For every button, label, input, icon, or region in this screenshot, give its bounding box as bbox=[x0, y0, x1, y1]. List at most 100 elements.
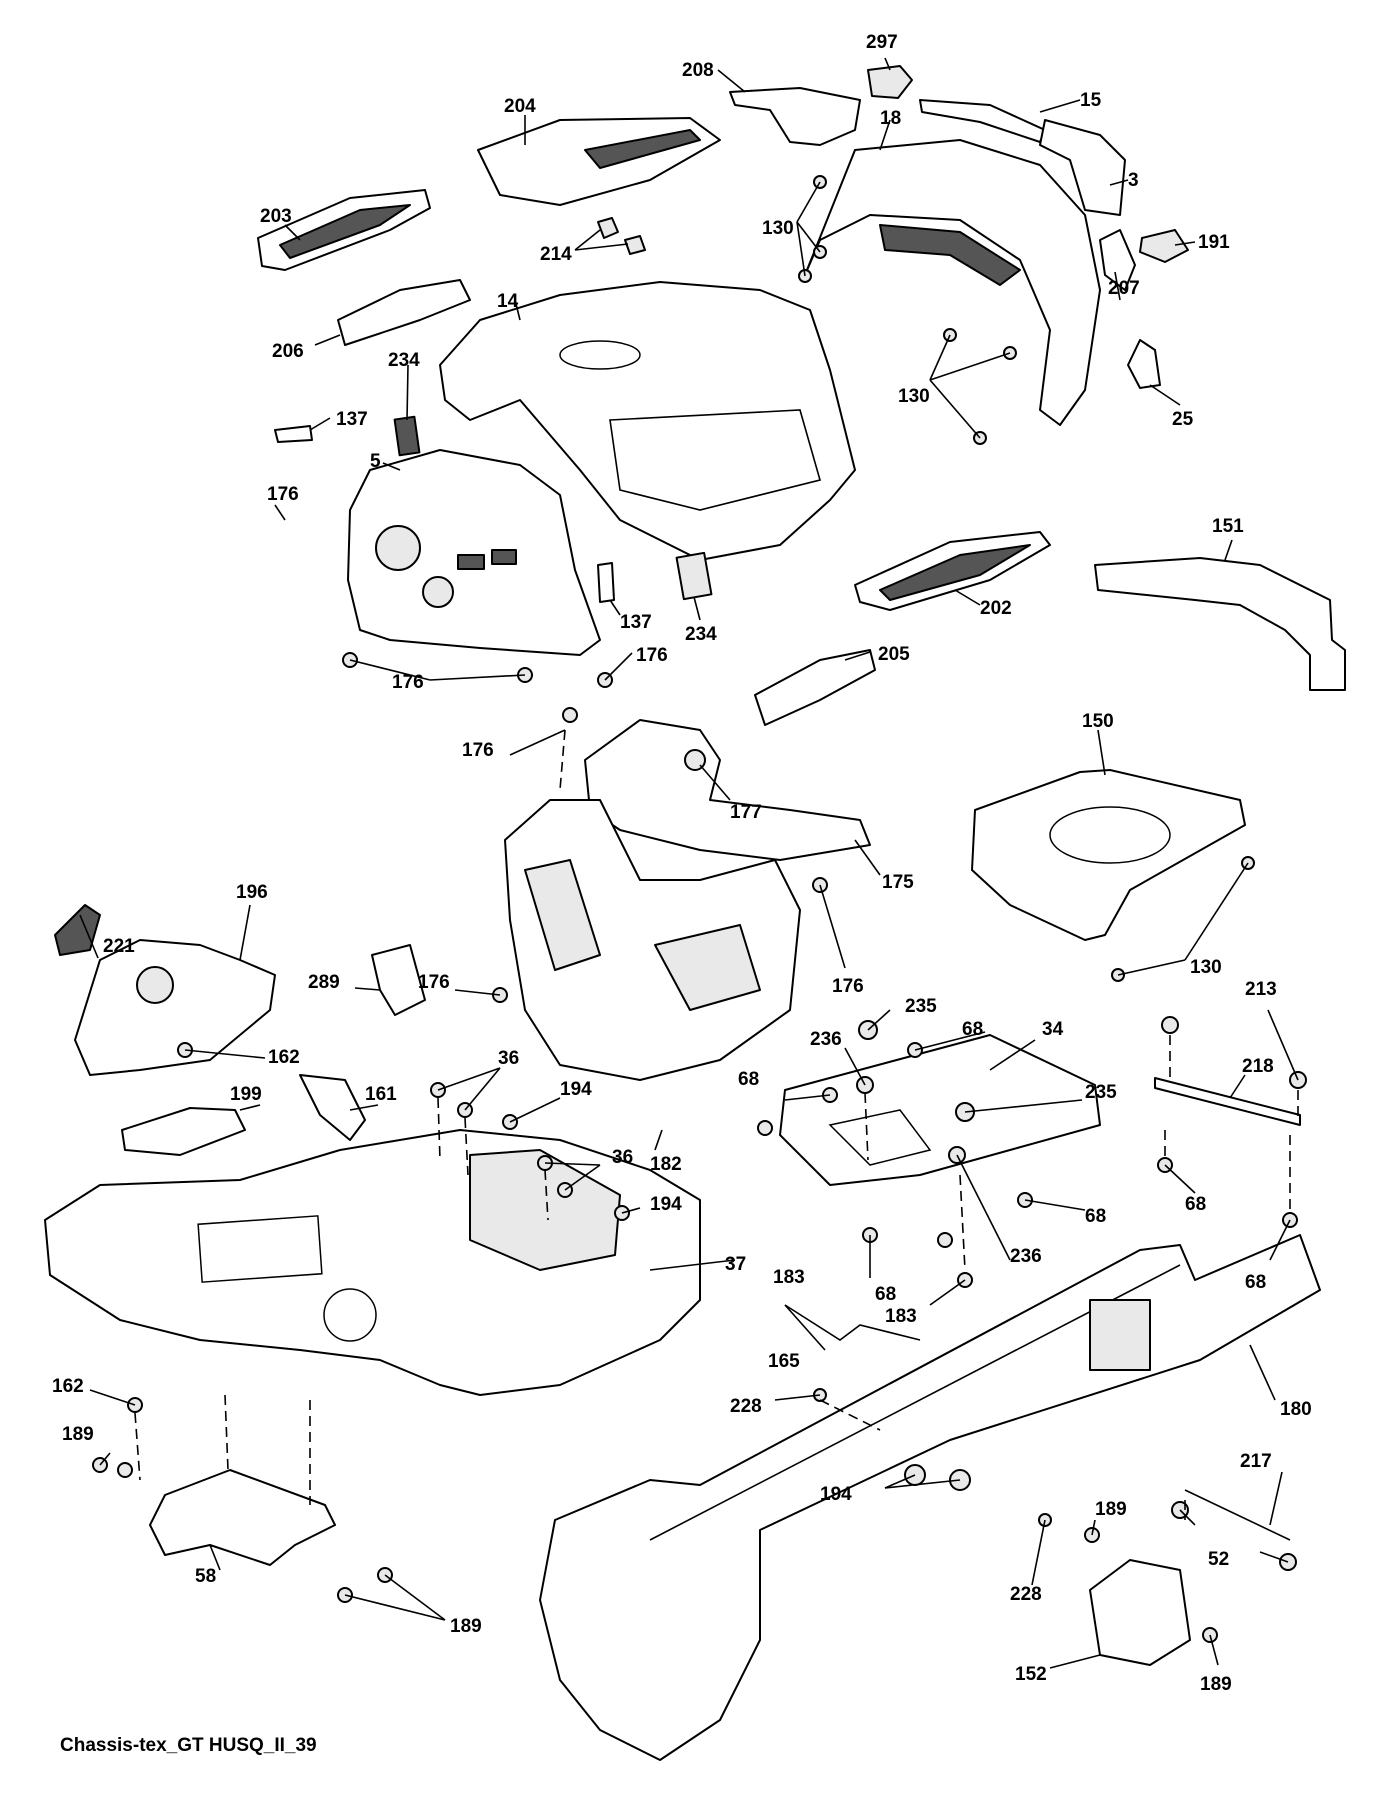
part-label-58: 58 bbox=[195, 1566, 216, 1587]
part-204-vents bbox=[584, 129, 701, 169]
leader-lines bbox=[79, 57, 1299, 1669]
part-number-labels: 297 208 15 204 18 3 203 130 191 214 207 … bbox=[52, 32, 1312, 1695]
part-37-hole bbox=[323, 1288, 377, 1342]
part-label-34: 34 bbox=[1042, 1019, 1064, 1040]
part-5-knob bbox=[422, 576, 454, 608]
part-14-shape bbox=[439, 281, 856, 561]
part-191-shape bbox=[1139, 229, 1189, 263]
fastener-68 bbox=[937, 1232, 953, 1248]
part-label-68: 68 bbox=[1085, 1206, 1106, 1227]
part-297-shape bbox=[867, 65, 913, 99]
part-14-opening bbox=[559, 340, 641, 370]
part-234a-shape bbox=[393, 415, 421, 457]
part-label-162: 162 bbox=[52, 1376, 84, 1397]
part-5-switch-a bbox=[457, 554, 485, 570]
part-137a-shape bbox=[274, 425, 313, 443]
part-label-176: 176 bbox=[392, 672, 424, 693]
part-label-217: 217 bbox=[1240, 1451, 1272, 1472]
part-289-shape bbox=[371, 944, 426, 1016]
part-18-shape bbox=[804, 139, 1101, 426]
part-151-shape bbox=[1094, 557, 1346, 691]
part-label-52: 52 bbox=[1208, 1549, 1229, 1570]
part-label-194: 194 bbox=[650, 1194, 682, 1215]
part-152-shape bbox=[1089, 1559, 1191, 1666]
part-label-68: 68 bbox=[962, 1019, 983, 1040]
part-3-shape bbox=[1039, 119, 1126, 216]
part-208-shape bbox=[729, 87, 861, 146]
part-label-234: 234 bbox=[685, 624, 717, 645]
part-label-236: 236 bbox=[1010, 1246, 1042, 1267]
part-5-switch-b bbox=[491, 549, 517, 565]
part-label-221: 221 bbox=[103, 936, 135, 957]
part-25-shape bbox=[1127, 339, 1161, 389]
part-label-205: 205 bbox=[878, 644, 910, 665]
fastener-189 bbox=[117, 1462, 133, 1478]
part-196-cupholder bbox=[136, 966, 174, 1004]
part-207-shape bbox=[1099, 229, 1136, 291]
part-175-shape bbox=[584, 719, 871, 861]
part-label-194: 194 bbox=[820, 1484, 852, 1505]
part-label-182: 182 bbox=[650, 1154, 682, 1175]
part-label-213: 213 bbox=[1245, 979, 1277, 1000]
part-label-189: 189 bbox=[450, 1616, 482, 1637]
part-161-shape bbox=[299, 1074, 366, 1141]
part-180-hitch bbox=[1089, 1299, 1151, 1371]
part-label-137: 137 bbox=[620, 612, 652, 633]
part-label-189: 189 bbox=[1200, 1674, 1232, 1695]
part-203-mesh bbox=[279, 204, 411, 259]
fastener-213 bbox=[1161, 1016, 1179, 1034]
part-label-206: 206 bbox=[272, 341, 304, 362]
part-label-236: 236 bbox=[810, 1029, 842, 1050]
part-label-137: 137 bbox=[336, 409, 368, 430]
part-label-68: 68 bbox=[1185, 1194, 1206, 1215]
part-label-176: 176 bbox=[636, 645, 668, 666]
part-label-36: 36 bbox=[612, 1147, 633, 1168]
part-182-window-b bbox=[654, 924, 761, 1011]
part-label-15: 15 bbox=[1080, 90, 1102, 111]
diagram-caption: Chassis-tex_GT HUSQ_II_39 bbox=[60, 1735, 317, 1756]
part-221-shape bbox=[54, 904, 101, 956]
part-37-left-opening bbox=[197, 1215, 323, 1283]
part-label-189: 189 bbox=[1095, 1499, 1127, 1520]
part-37-shape bbox=[44, 1129, 701, 1396]
part-label-68: 68 bbox=[875, 1284, 896, 1305]
part-drawings bbox=[44, 65, 1346, 1761]
part-label-218: 218 bbox=[1242, 1056, 1274, 1077]
part-5-gauge bbox=[375, 525, 421, 571]
part-label-191: 191 bbox=[1198, 232, 1230, 253]
part-196-shape bbox=[74, 939, 276, 1076]
part-label-234: 234 bbox=[388, 350, 420, 371]
part-217-shape bbox=[1184, 1489, 1291, 1541]
part-label-176: 176 bbox=[462, 740, 494, 761]
part-label-235: 235 bbox=[905, 996, 937, 1017]
part-206-shape bbox=[337, 279, 471, 346]
part-34-shape bbox=[779, 1034, 1101, 1186]
part-58-shape bbox=[149, 1469, 336, 1566]
part-202-mesh bbox=[879, 544, 1031, 601]
part-label-176: 176 bbox=[267, 484, 299, 505]
part-label-150: 150 bbox=[1082, 711, 1114, 732]
part-label-214: 214 bbox=[540, 244, 572, 265]
part-label-189: 189 bbox=[62, 1424, 94, 1445]
part-label-161: 161 bbox=[365, 1084, 397, 1105]
part-label-207: 207 bbox=[1108, 278, 1140, 299]
part-label-14: 14 bbox=[497, 291, 519, 312]
part-label-196: 196 bbox=[236, 882, 268, 903]
part-34-cutout bbox=[828, 1109, 932, 1166]
part-182-shape bbox=[504, 799, 801, 1081]
part-label-5: 5 bbox=[370, 451, 381, 472]
part-199-shape bbox=[121, 1107, 246, 1156]
part-214-shape-a bbox=[597, 217, 619, 239]
part-165-shape bbox=[784, 1304, 921, 1341]
part-label-289: 289 bbox=[308, 972, 340, 993]
part-label-151: 151 bbox=[1212, 516, 1244, 537]
part-label-37: 37 bbox=[725, 1254, 746, 1275]
part-218-shape bbox=[1154, 1077, 1301, 1126]
part-137b-shape bbox=[597, 562, 615, 603]
part-label-165: 165 bbox=[768, 1351, 800, 1372]
part-label-152: 152 bbox=[1015, 1664, 1047, 1685]
part-label-228: 228 bbox=[730, 1396, 762, 1417]
fastener-68 bbox=[757, 1120, 773, 1136]
part-214-shape-b bbox=[624, 235, 646, 255]
part-label-203: 203 bbox=[260, 206, 292, 227]
